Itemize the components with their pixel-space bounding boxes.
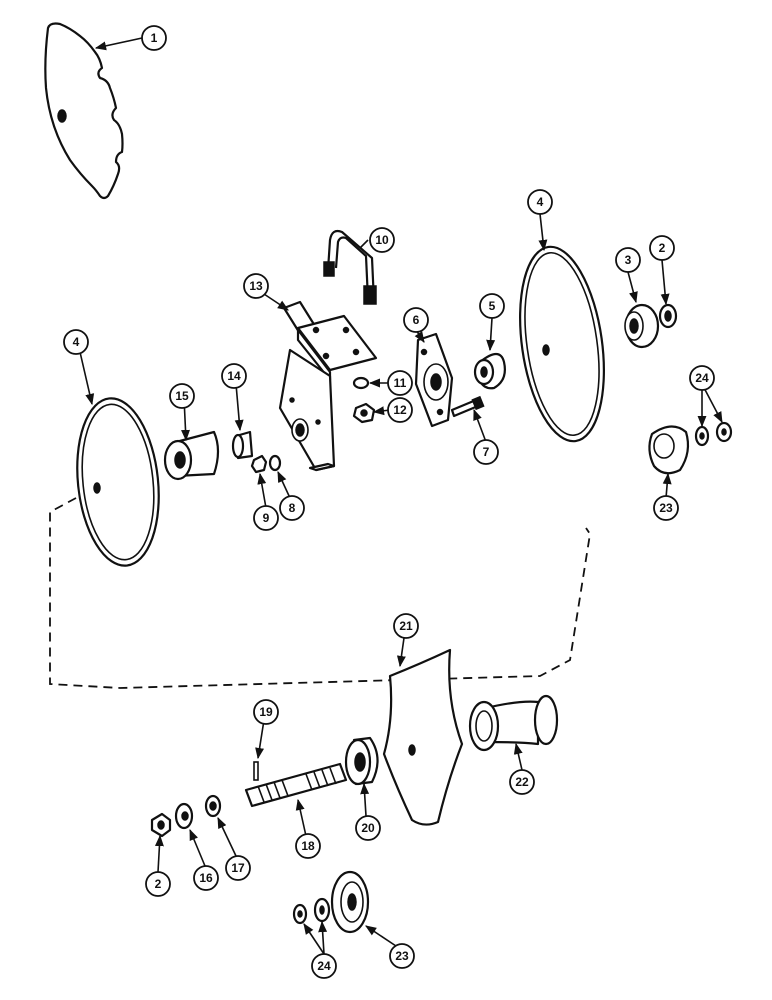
callout-5: 5 [479, 293, 505, 319]
svg-text:1: 1 [151, 31, 158, 45]
callout-1: 1 [141, 25, 167, 51]
castle-nut-lower [150, 812, 172, 838]
svg-text:23: 23 [395, 949, 409, 963]
svg-text:5: 5 [489, 299, 496, 313]
callout-9: 9 [253, 505, 279, 531]
callout-11: 11 [387, 370, 413, 396]
bolt [450, 395, 485, 418]
svg-text:14: 14 [227, 369, 241, 383]
threaded-axle [244, 762, 348, 808]
svg-text:10: 10 [375, 233, 389, 247]
callout-2-upper: 2 [649, 235, 675, 261]
svg-text:24: 24 [317, 959, 331, 973]
small-washer [268, 454, 282, 472]
castle-nut-upper [658, 303, 678, 329]
svg-text:23: 23 [659, 501, 673, 515]
svg-text:2: 2 [659, 241, 666, 255]
callout-2-lower: 2 [145, 871, 171, 897]
lock-washer [352, 376, 370, 390]
svg-text:12: 12 [393, 403, 407, 417]
bearing-flange [414, 332, 454, 428]
callout-4-upper: 4 [527, 189, 553, 215]
svg-text:11: 11 [394, 376, 407, 390]
svg-text:4: 4 [537, 195, 544, 209]
washer-17 [204, 794, 222, 818]
svg-text:2: 2 [155, 877, 162, 891]
svg-text:18: 18 [301, 839, 315, 853]
svg-text:20: 20 [361, 821, 375, 835]
disc-blade-upper [519, 245, 605, 443]
callout-21: 21 [393, 613, 419, 639]
hub [344, 736, 379, 786]
dust-cap-upper [648, 425, 690, 475]
notched-disc-blade [44, 22, 124, 200]
svg-text:7: 7 [483, 445, 490, 459]
callout-3: 3 [615, 247, 641, 273]
svg-text:21: 21 [399, 619, 413, 633]
callout-22: 22 [509, 769, 535, 795]
callout-4-left: 4 [63, 329, 89, 355]
svg-text:13: 13 [249, 279, 263, 293]
mounting-bracket [278, 300, 378, 472]
callout-20: 20 [355, 815, 381, 841]
washer-pair-lower [292, 897, 331, 925]
callout-6: 6 [403, 307, 429, 333]
bearing [624, 303, 660, 349]
callout-24-upper: 24 [689, 365, 715, 391]
callout-18: 18 [295, 833, 321, 859]
spool-bushing [163, 430, 220, 481]
leader-lines [79, 37, 723, 955]
spool-long [468, 694, 559, 752]
callout-16: 16 [193, 865, 219, 891]
svg-text:3: 3 [625, 253, 632, 267]
callout-23-upper: 23 [653, 495, 679, 521]
washer-pair-upper [694, 421, 733, 447]
callout-15: 15 [169, 383, 195, 409]
callout-24-lower: 24 [311, 953, 337, 979]
cotter-pin [253, 761, 259, 781]
svg-text:9: 9 [263, 511, 270, 525]
assembly-dashed-line [49, 497, 591, 689]
hex-nut [352, 402, 376, 424]
callout-8: 8 [279, 495, 305, 521]
callout-17: 17 [225, 855, 251, 881]
svg-text:8: 8 [289, 501, 296, 515]
svg-text:24: 24 [695, 371, 709, 385]
u-bolt [323, 229, 377, 305]
callout-10: 10 [369, 227, 395, 253]
spool-spacer [473, 352, 506, 390]
callout-19: 19 [253, 699, 279, 725]
svg-text:22: 22 [515, 775, 529, 789]
callout-13: 13 [243, 273, 269, 299]
svg-text:6: 6 [413, 313, 420, 327]
bushing [231, 430, 254, 460]
svg-text:16: 16 [199, 871, 213, 885]
small-nut [250, 454, 268, 474]
callout-7: 7 [473, 439, 499, 465]
svg-text:4: 4 [73, 335, 80, 349]
svg-text:19: 19 [259, 705, 273, 719]
washer-16 [174, 802, 194, 830]
callout-12: 12 [387, 397, 413, 423]
scraper-blade [382, 648, 464, 826]
svg-text:15: 15 [175, 389, 189, 403]
disc-blade-left [76, 397, 160, 567]
callout-23-lower: 23 [389, 943, 415, 969]
dust-cap-lower [330, 870, 370, 934]
callout-14: 14 [221, 363, 247, 389]
svg-text:17: 17 [231, 861, 245, 875]
